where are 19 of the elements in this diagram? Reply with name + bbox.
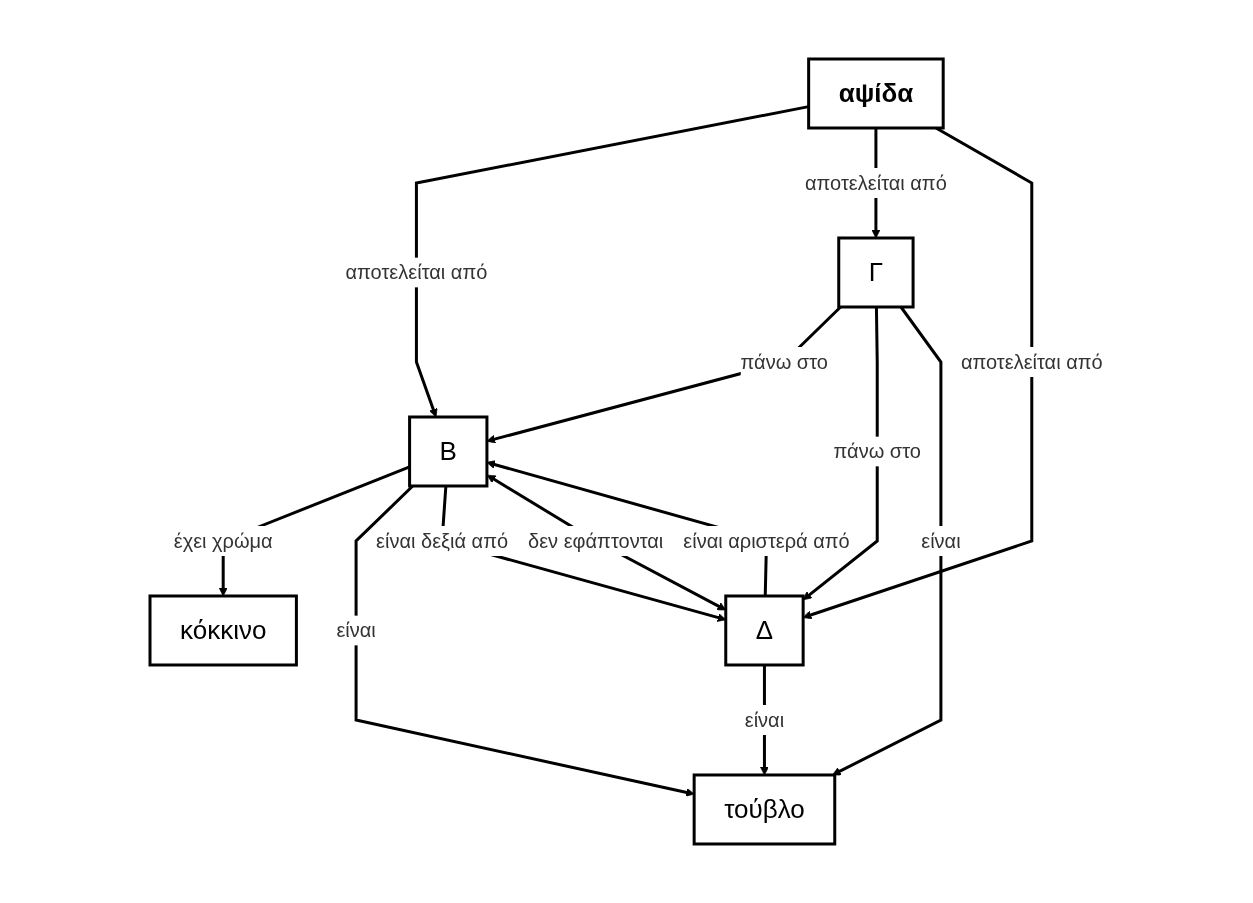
edge-label: αποτελείται από	[961, 350, 1103, 373]
edge-label: είναι	[921, 529, 961, 552]
node-box: τούβλο	[692, 773, 837, 846]
edge-label: έχει χρώμα	[173, 529, 273, 552]
edge-label: είναι αριστερά από	[683, 529, 850, 552]
edge-label: δεν εφάπτονται	[528, 529, 664, 552]
edge-label: πάνω στο	[833, 440, 922, 463]
node-box: Β	[408, 415, 489, 488]
edge-label: είναι	[336, 619, 376, 642]
edge-label: αποτελείται από	[345, 261, 488, 284]
node-box: Γ	[837, 236, 915, 309]
edge-label: αποτελείται από	[805, 172, 947, 194]
arrow	[354, 484, 695, 797]
node-box: κόκκινο	[148, 594, 299, 667]
node-box: Δ	[724, 594, 805, 667]
edge-label: είναι	[744, 708, 785, 731]
edge-label: είναι δεξιά από	[376, 529, 509, 552]
node-box: αψίδα	[807, 57, 945, 130]
edge-label: πάνω στο	[740, 350, 829, 373]
